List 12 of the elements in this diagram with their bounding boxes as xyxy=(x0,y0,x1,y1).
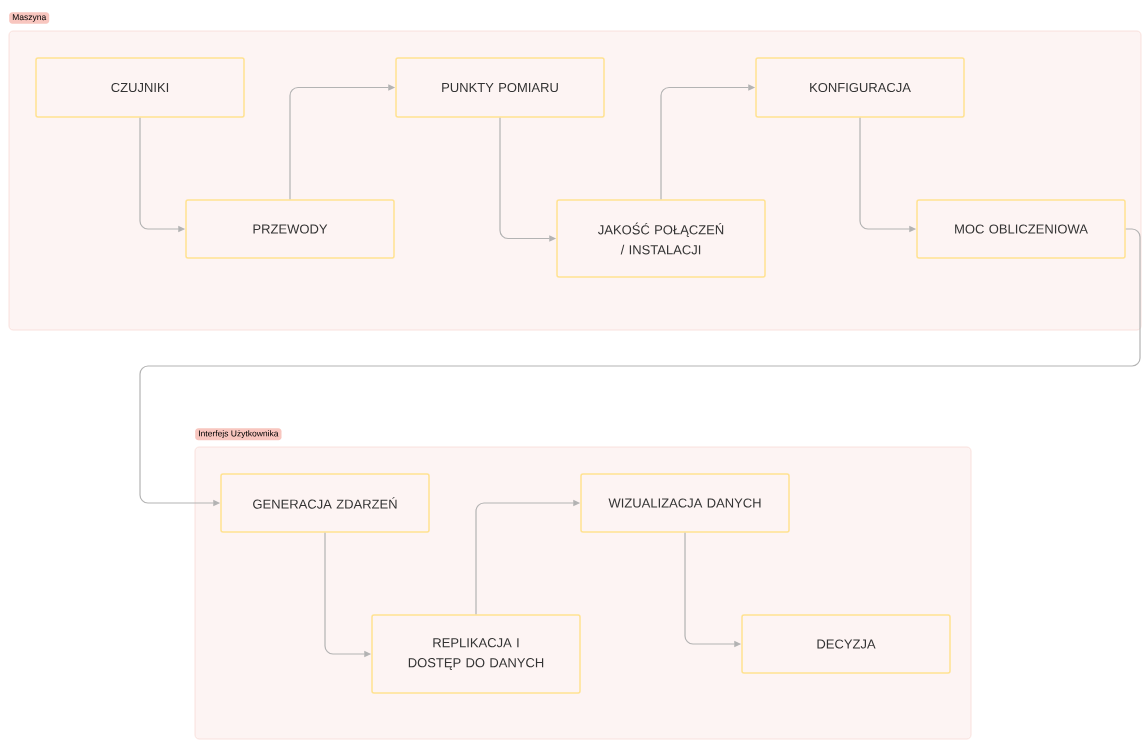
process-box: PRZEWODY xyxy=(185,199,395,259)
process-box: REPLIKACJA I DOSTĘP DO DANYCH xyxy=(371,614,581,694)
process-box: JAKOŚĆ POŁĄCZEŃ / INSTALACJI xyxy=(556,199,766,278)
process-box: DECYZJA xyxy=(741,614,951,674)
process-box: PUNKTY POMIARU xyxy=(395,57,605,118)
process-box: GENERACJA ZDARZEŃ xyxy=(220,473,430,533)
group-tag: Maszyna xyxy=(9,12,50,24)
process-box: WIZUALIZACJA DANYCH xyxy=(580,473,790,533)
process-box: KONFIGURACJA xyxy=(755,57,965,118)
process-box: MOC OBLICZENIOWA xyxy=(916,199,1126,259)
group-tag: Interfejs Użytkownika xyxy=(195,428,282,441)
process-box: CZUJNIKI xyxy=(35,57,245,118)
